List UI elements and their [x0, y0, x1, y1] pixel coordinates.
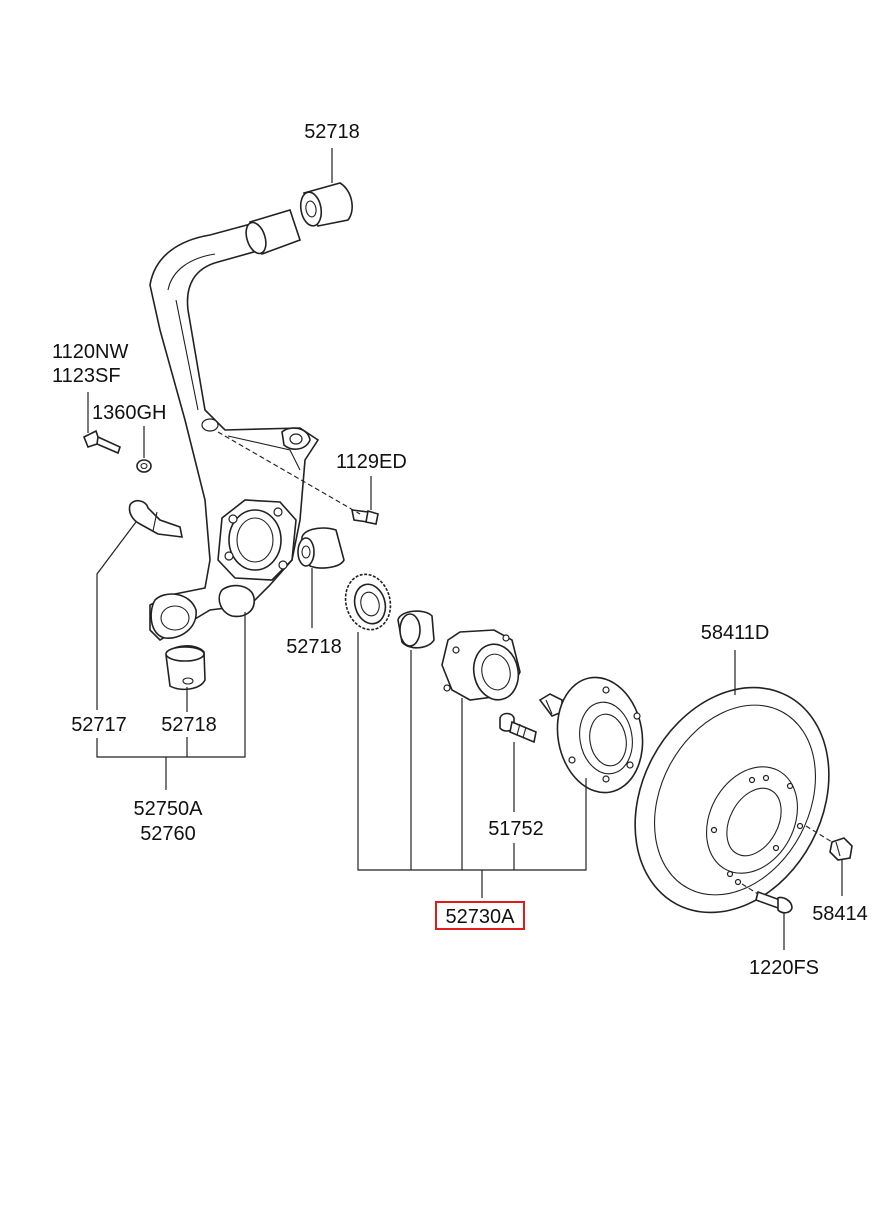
hub-bearing[interactable]: [441, 629, 523, 704]
label-knuckle-52760[interactable]: 52760: [140, 823, 196, 845]
label-screw-58414[interactable]: 58414: [812, 903, 868, 925]
tone-ring[interactable]: [340, 569, 397, 634]
label-knuckle-52750a[interactable]: 52750A: [134, 798, 204, 820]
label-bolt-1129ed[interactable]: 1129ED: [336, 451, 407, 473]
bushing-mid[interactable]: [297, 527, 345, 569]
hub-flange[interactable]: [538, 671, 651, 800]
bolt-1120nw[interactable]: [82, 429, 121, 455]
dust-cap[interactable]: [397, 610, 435, 649]
highlight-box: [435, 901, 525, 930]
part-labels: 52718 1120NW 1123SF 1360GH 1129ED 52718 …: [52, 121, 868, 979]
washer-1360gh[interactable]: [136, 459, 152, 473]
label-bolt-1120nw[interactable]: 1120NW: [52, 341, 128, 363]
bushing-top[interactable]: [242, 182, 353, 256]
label-disc-58411d[interactable]: 58411D: [701, 622, 770, 644]
screw-fs-axis-line: [741, 883, 759, 895]
screw-axis-line: [805, 825, 833, 843]
stud-52717[interactable]: [128, 499, 184, 538]
label-hub-assy-52730a[interactable]: 52730A: [446, 906, 516, 928]
knuckle-arm: [149, 221, 320, 642]
brake-disc[interactable]: [597, 654, 867, 947]
label-bushing-low[interactable]: 52718: [161, 714, 217, 736]
bolt-1129ed[interactable]: [350, 509, 379, 525]
label-bolt-1123sf[interactable]: 1123SF: [52, 365, 121, 387]
leader-lines: [87, 148, 843, 950]
label-screw-1220fs[interactable]: 1220FS: [749, 957, 819, 979]
label-stud-52717[interactable]: 52717: [71, 714, 127, 736]
label-bushing-mid[interactable]: 52718: [286, 636, 342, 658]
bolt-axis-line: [217, 431, 361, 515]
label-washer-1360gh[interactable]: 1360GH: [92, 402, 167, 424]
bushing-low[interactable]: [165, 645, 206, 691]
hub-bolt-51752[interactable]: [499, 712, 537, 744]
screw-1220fs[interactable]: [755, 890, 793, 914]
label-bushing-top[interactable]: 52718: [304, 121, 360, 143]
screw-58414[interactable]: [829, 837, 853, 861]
label-hub-bolt-51752[interactable]: 51752: [488, 818, 544, 840]
